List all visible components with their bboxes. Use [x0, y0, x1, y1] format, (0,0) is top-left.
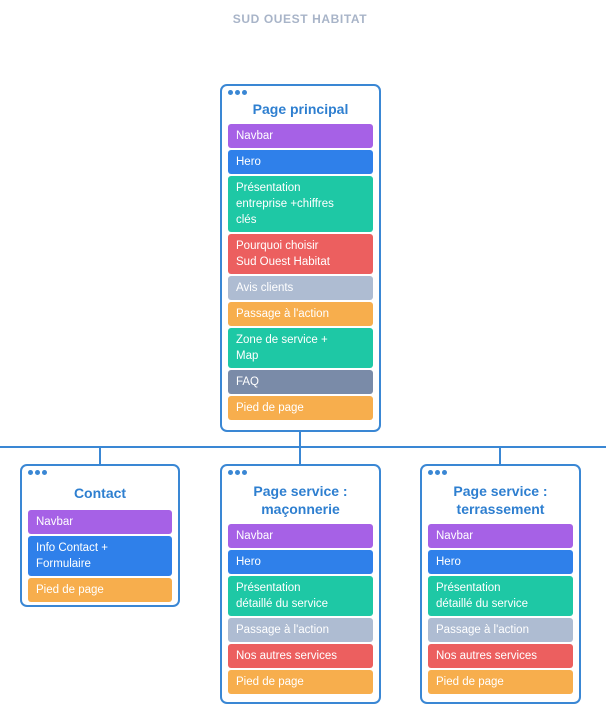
connector-maconnerie — [299, 446, 301, 466]
section-hero: Hero — [428, 550, 573, 574]
card-service-maconnerie: Page service : maçonnerie Navbar Hero Pr… — [220, 464, 381, 704]
card-title: Contact — [73, 485, 127, 501]
section-pied-de-page: Pied de page — [28, 578, 172, 602]
section-pied-de-page: Pied de page — [228, 396, 373, 420]
card-title: Page service : terrassement — [453, 483, 548, 517]
section-presentation-service: Présentation détaillé du service — [228, 576, 373, 616]
section-passage-action: Passage à l'action — [228, 618, 373, 642]
section-faq: FAQ — [228, 370, 373, 394]
section-presentation-service: Présentation détaillé du service — [428, 576, 573, 616]
card-contact: Contact Navbar Info Contact + Formulaire… — [20, 464, 180, 607]
section-autres-services: Nos autres services — [228, 644, 373, 668]
card-title: Page service : maçonnerie — [253, 483, 348, 517]
window-dots-icon — [428, 470, 573, 478]
section-pied-de-page: Pied de page — [428, 670, 573, 694]
window-dots-icon — [228, 90, 373, 98]
section-navbar: Navbar — [228, 124, 373, 148]
connector-horizontal — [0, 446, 606, 448]
section-hero: Hero — [228, 550, 373, 574]
section-pourquoi: Pourquoi choisir Sud Ouest Habitat — [228, 234, 373, 274]
section-presentation: Présentation entreprise +chiffres clés — [228, 176, 373, 232]
connector-contact — [99, 446, 101, 466]
section-avis-clients: Avis clients — [228, 276, 373, 300]
section-passage-action: Passage à l'action — [428, 618, 573, 642]
section-navbar: Navbar — [428, 524, 573, 548]
site-title: SUD OUEST HABITAT — [232, 12, 368, 26]
section-zone-service: Zone de service + Map — [228, 328, 373, 368]
card-title: Page principal — [252, 101, 349, 117]
window-dots-icon — [28, 470, 172, 478]
card-service-terrassement: Page service : terrassement Navbar Hero … — [420, 464, 581, 704]
section-navbar: Navbar — [228, 524, 373, 548]
connector-terrassement — [499, 446, 501, 466]
section-autres-services: Nos autres services — [428, 644, 573, 668]
section-info-contact: Info Contact + Formulaire — [28, 536, 172, 576]
card-page-principal: Page principal Navbar Hero Présentation … — [220, 84, 381, 432]
section-pied-de-page: Pied de page — [228, 670, 373, 694]
section-hero: Hero — [228, 150, 373, 174]
connector-main-down — [299, 430, 301, 448]
section-passage-action: Passage à l'action — [228, 302, 373, 326]
window-dots-icon — [228, 470, 373, 478]
section-navbar: Navbar — [28, 510, 172, 534]
